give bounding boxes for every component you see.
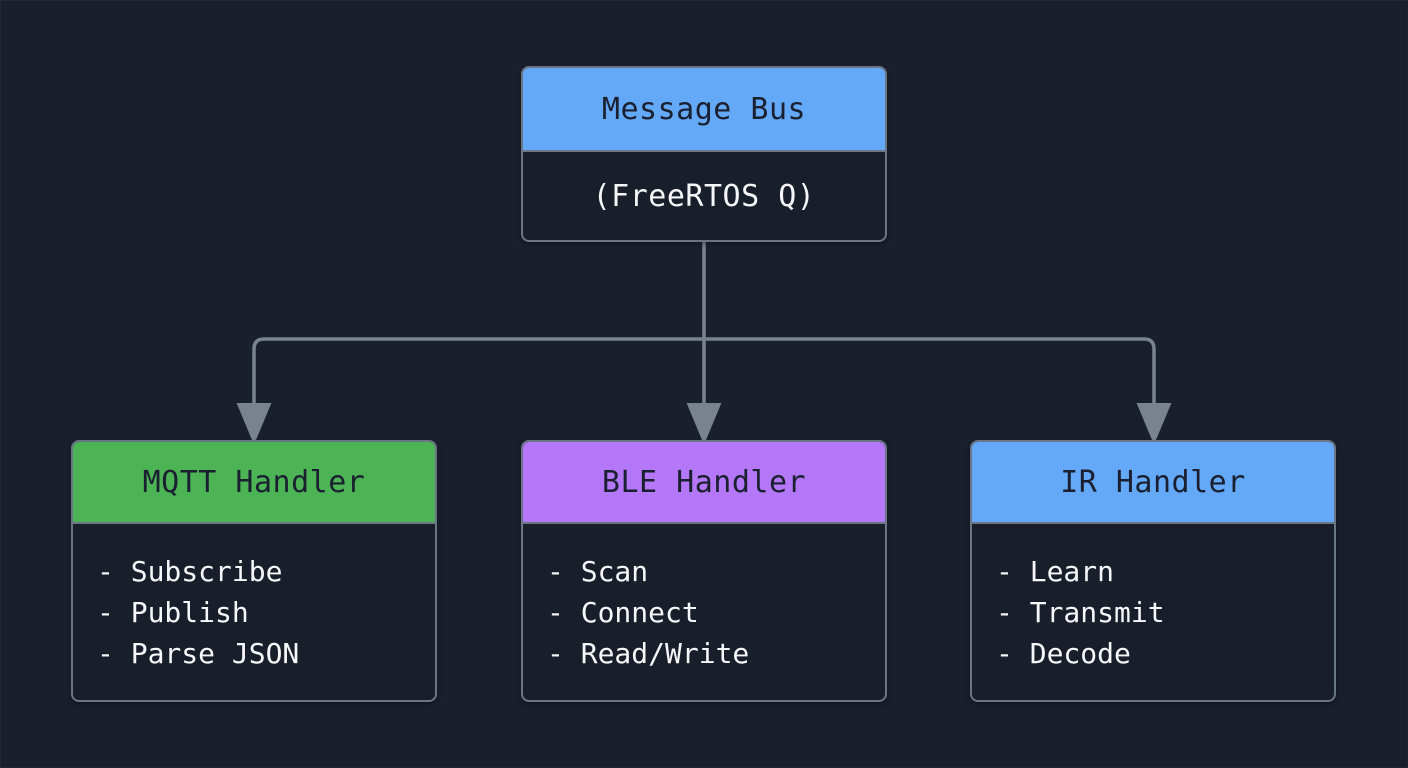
node-message-bus-subtitle: (FreeRTOS Q) [592, 178, 816, 214]
node-mqtt-handler-header: MQTT Handler [73, 442, 435, 524]
list-item: - Read/Write [547, 637, 750, 670]
node-ble-handler[interactable]: BLE Handler - Scan - Connect - Read/Writ… [521, 440, 887, 702]
node-message-bus-header: Message Bus [523, 68, 885, 152]
list-item: - Decode [996, 637, 1131, 670]
node-mqtt-handler-body: - Subscribe - Publish - Parse JSON [73, 524, 435, 700]
node-message-bus[interactable]: Message Bus (FreeRTOS Q) [521, 66, 887, 242]
list-item: - Transmit [996, 596, 1165, 629]
node-message-bus-title: Message Bus [601, 91, 807, 127]
node-message-bus-body: (FreeRTOS Q) [523, 152, 885, 240]
node-mqtt-handler[interactable]: MQTT Handler - Subscribe - Publish - Par… [71, 440, 437, 702]
node-ir-handler-header: IR Handler [972, 442, 1334, 524]
list-item: - Parse JSON [97, 637, 300, 670]
node-ble-handler-list: - Scan - Connect - Read/Write [523, 558, 885, 668]
node-ir-handler-list: - Learn - Transmit - Decode [972, 558, 1334, 668]
list-item: - Scan [547, 555, 649, 588]
list-item: - Publish [97, 596, 249, 629]
list-item: - Connect [547, 596, 699, 629]
node-ble-handler-body: - Scan - Connect - Read/Write [523, 524, 885, 700]
list-item: - Subscribe [97, 555, 283, 588]
node-ir-handler[interactable]: IR Handler - Learn - Transmit - Decode [970, 440, 1336, 702]
edge-message-bus-to-mqtt-handler [236, 337, 704, 445]
node-ble-handler-title: BLE Handler [601, 464, 807, 500]
node-ir-handler-body: - Learn - Transmit - Decode [972, 524, 1334, 700]
node-ir-handler-title: IR Handler [1060, 464, 1246, 500]
edge-message-bus-to-ir-handler [704, 337, 1172, 445]
node-mqtt-handler-list: - Subscribe - Publish - Parse JSON [73, 558, 435, 668]
list-item: - Learn [996, 555, 1115, 588]
node-ble-handler-header: BLE Handler [523, 442, 885, 524]
node-mqtt-handler-title: MQTT Handler [142, 464, 366, 500]
